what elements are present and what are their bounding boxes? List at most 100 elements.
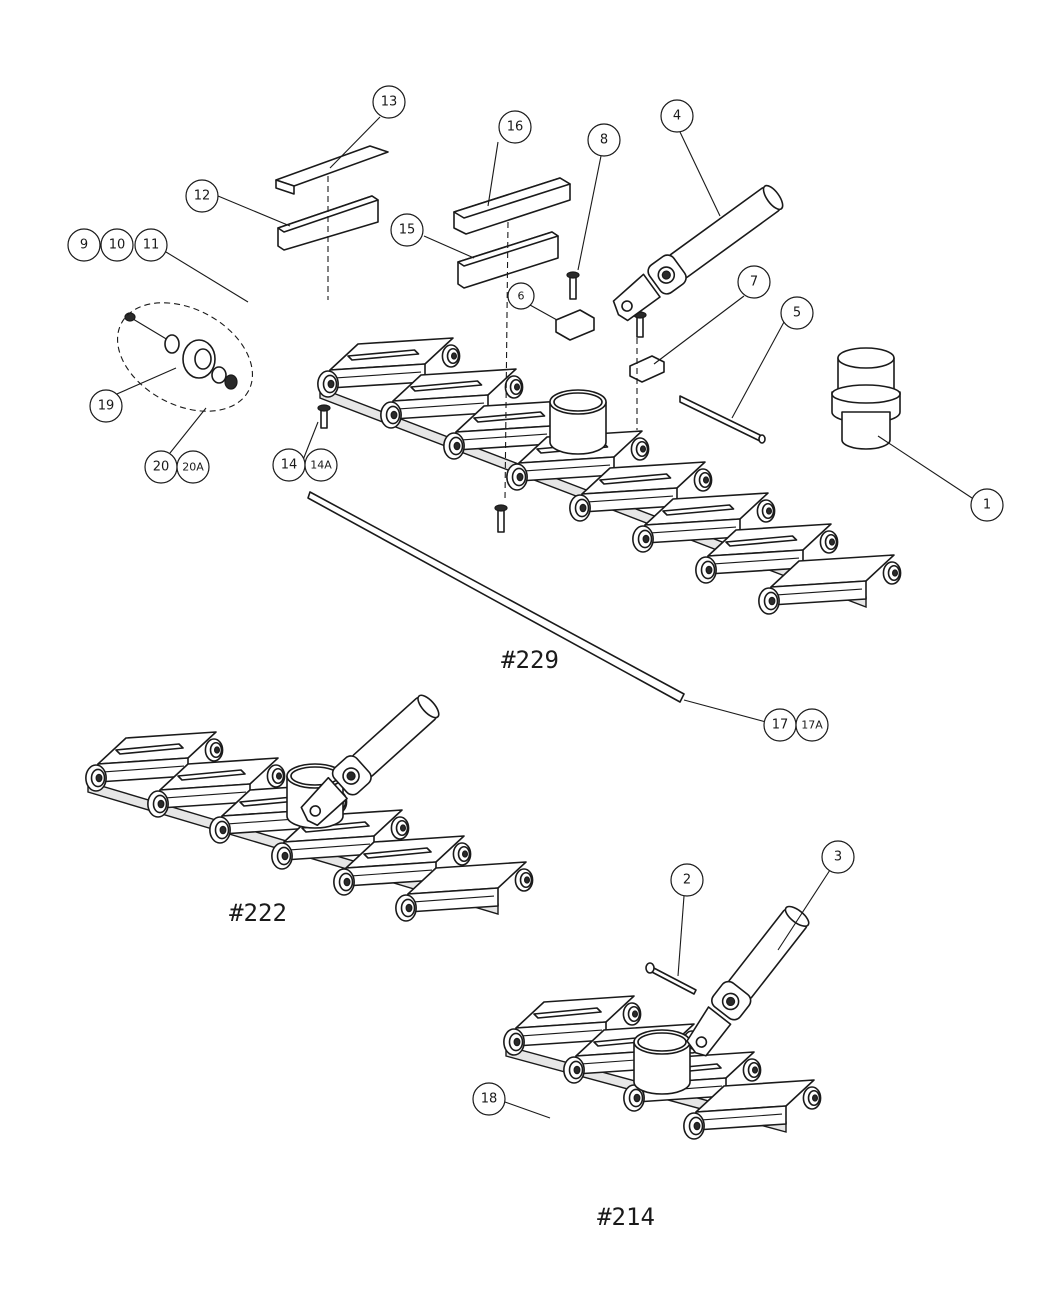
- wheel: [147, 790, 169, 818]
- wheel: [630, 437, 650, 461]
- leader-line: [777, 869, 831, 951]
- wheel: [756, 499, 776, 523]
- assembly-229: [124, 145, 902, 703]
- svg-text:20: 20: [153, 460, 170, 475]
- callout-17a: 17A: [795, 708, 829, 742]
- svg-text:12: 12: [194, 189, 211, 204]
- wheel: [802, 1086, 822, 1110]
- assembly-214: [503, 905, 822, 1140]
- part-14-screw-lower: [494, 504, 508, 533]
- svg-text:18: 18: [481, 1092, 498, 1107]
- wheel: [380, 401, 402, 429]
- part-1-coupling: [831, 347, 901, 450]
- part-8-screw: [566, 271, 580, 300]
- suction-port: [633, 1029, 691, 1095]
- svg-text:5: 5: [793, 306, 801, 321]
- wheel: [503, 1028, 525, 1056]
- wheel: [452, 842, 472, 866]
- svg-text:3: 3: [834, 850, 842, 865]
- wheel: [683, 1112, 705, 1140]
- part-5-rod: [679, 395, 763, 443]
- callout-19: 19: [89, 389, 123, 423]
- part-7-screw: [633, 311, 647, 338]
- callout-7: 7: [737, 265, 771, 299]
- wheel: [271, 842, 293, 870]
- wheel: [390, 816, 410, 840]
- callout-8: 8: [587, 123, 621, 157]
- head-segment: [392, 368, 517, 420]
- svg-text:6: 6: [518, 290, 525, 303]
- leader-line: [877, 435, 973, 499]
- head-segment: [407, 861, 527, 913]
- part-2-pin: [647, 965, 697, 995]
- leader-line: [329, 116, 381, 169]
- svg-text:7: 7: [750, 275, 758, 290]
- model-label-214: #214: [597, 1203, 655, 1231]
- svg-text:13: 13: [381, 95, 398, 110]
- head-segment: [707, 523, 832, 575]
- callout-18: 18: [472, 1082, 506, 1116]
- wheel: [758, 587, 780, 615]
- callout-14a: 14A: [304, 448, 338, 482]
- leader-line: [109, 367, 177, 398]
- wheel: [395, 894, 417, 922]
- wheel: [623, 1084, 645, 1112]
- callout-6: 6: [507, 282, 535, 310]
- callout-2: 2: [670, 863, 704, 897]
- suction-port: [549, 389, 607, 455]
- leader-lines: [109, 116, 973, 1119]
- wheel: [441, 344, 461, 368]
- wheel: [569, 494, 591, 522]
- wheel: [266, 764, 286, 788]
- svg-text:1: 1: [983, 498, 991, 513]
- callout-13: 13: [372, 85, 406, 119]
- wheel: [209, 816, 231, 844]
- wheel: [317, 370, 339, 398]
- wheel: [506, 463, 528, 491]
- callout-11: 11: [134, 228, 168, 262]
- part-19-wheel-kit: [124, 312, 238, 390]
- callout-14: 14: [272, 448, 306, 482]
- leader-line: [169, 407, 207, 454]
- wheel: [443, 432, 465, 460]
- callout-1: 1: [970, 488, 1004, 522]
- wheel: [333, 868, 355, 896]
- callout-9: 9: [67, 228, 101, 262]
- callout-4: 4: [660, 99, 694, 133]
- vacuum-head: [85, 731, 534, 922]
- svg-text:17: 17: [772, 718, 789, 733]
- svg-text:17A: 17A: [801, 719, 823, 732]
- callout-15: 15: [390, 213, 424, 247]
- callout-12: 12: [185, 179, 219, 213]
- wheel: [695, 556, 717, 584]
- model-label-222: #222: [229, 899, 287, 927]
- model-label-229: #229: [501, 646, 559, 674]
- svg-text:4: 4: [673, 109, 681, 124]
- leader-line: [487, 141, 499, 207]
- wheel: [204, 738, 224, 762]
- leader-line: [217, 195, 291, 227]
- wheel: [882, 561, 902, 585]
- leader-line: [302, 421, 319, 461]
- svg-text:11: 11: [143, 238, 160, 253]
- svg-text:9: 9: [80, 238, 88, 253]
- callout-10: 10: [100, 228, 134, 262]
- callout-20: 20: [144, 450, 178, 484]
- wheel: [819, 530, 839, 554]
- handle: [300, 694, 440, 827]
- svg-text:2: 2: [683, 873, 691, 888]
- svg-text:10: 10: [109, 238, 126, 253]
- svg-text:14: 14: [281, 458, 298, 473]
- leader-line: [577, 155, 602, 271]
- callout-5: 5: [780, 296, 814, 330]
- svg-text:20A: 20A: [182, 461, 204, 474]
- wheel: [563, 1056, 585, 1084]
- callout-17: 17: [763, 708, 797, 742]
- assembly-222: [85, 694, 534, 922]
- leader-line: [731, 321, 785, 419]
- callout-16: 16: [498, 110, 532, 144]
- leader-line: [165, 251, 249, 303]
- wheel: [85, 764, 107, 792]
- svg-text:14A: 14A: [310, 459, 332, 472]
- wheel: [622, 1002, 642, 1026]
